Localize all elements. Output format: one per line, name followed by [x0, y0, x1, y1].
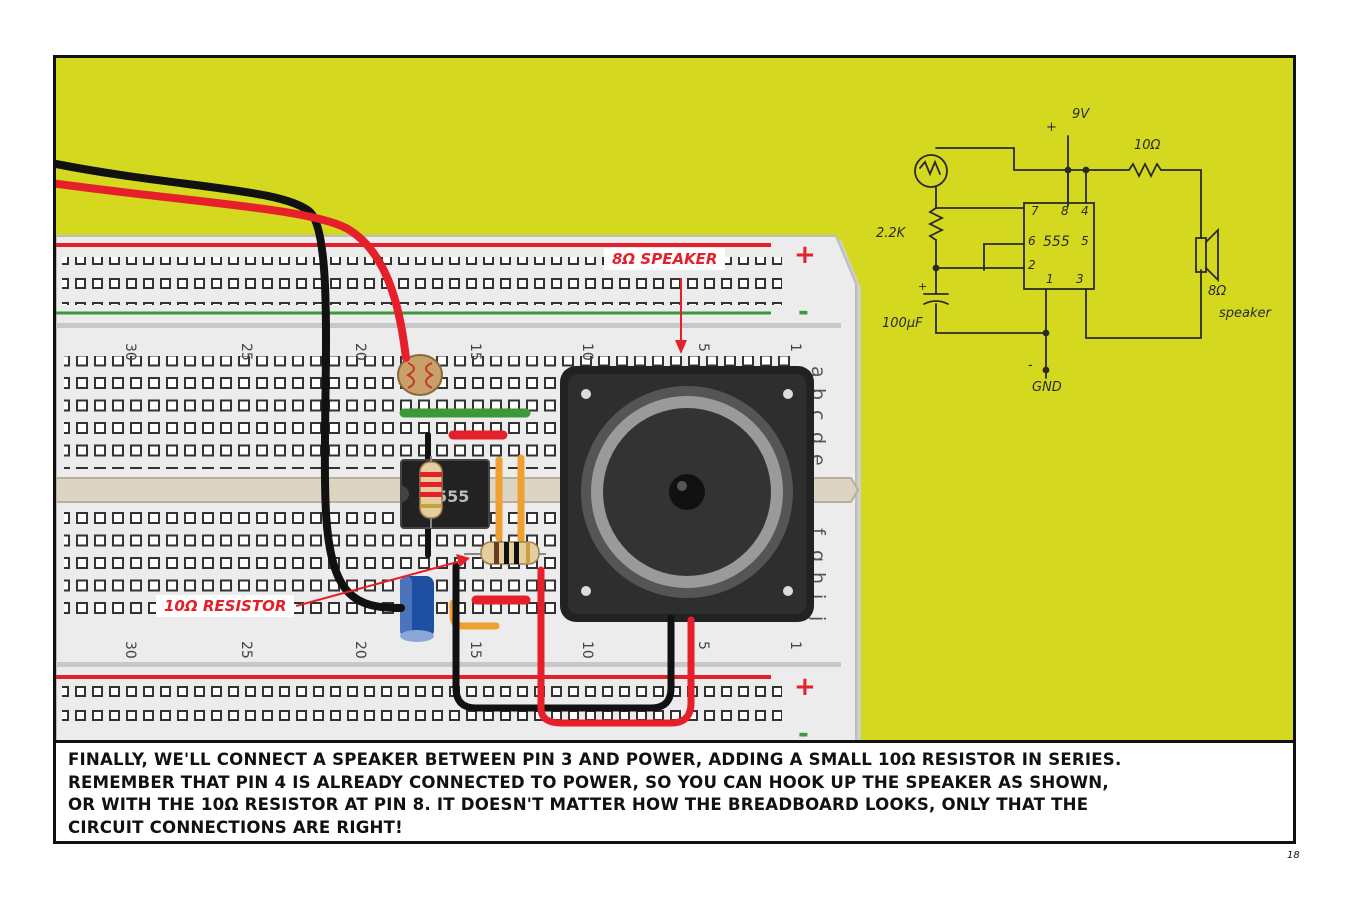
column-number: 5	[695, 641, 711, 650]
caption-line: Finally, we'll connect a speaker between…	[68, 750, 1122, 769]
photoresistor-zigzag	[919, 159, 941, 177]
resistor-callout: 10Ω resistor	[156, 595, 295, 617]
speaker-callout: 8Ω speaker	[604, 248, 726, 270]
schematic-ground-minus: -	[1028, 358, 1033, 373]
column-number: 10	[579, 641, 595, 659]
schematic-label-resistor-top: 10Ω	[1134, 138, 1161, 153]
schematic-pin-3: 3	[1076, 272, 1084, 286]
schematic-label-ground: GND	[1032, 380, 1062, 395]
resistor-2-2k	[419, 456, 443, 528]
schematic-label-speaker: 8Ω	[1208, 284, 1227, 299]
column-numbers-bottom: 30 25 20 15 10 5 1	[122, 641, 803, 659]
column-numbers-top: 30 25 20 15 10 5 1	[122, 343, 803, 361]
wire	[983, 243, 1025, 271]
speaker-symbol	[1195, 237, 1207, 273]
column-number: 10	[579, 343, 595, 361]
row-letter: e	[807, 454, 829, 466]
junction-dot	[1042, 366, 1050, 374]
row-letter: a	[807, 366, 829, 378]
minus-rail-symbol: -	[798, 719, 809, 741]
minus-rail-symbol: -	[798, 297, 809, 327]
column-number: 5	[695, 343, 711, 352]
red-power-wire	[56, 179, 410, 362]
caption-line: or with the 10Ω resistor at pin 8. It do…	[68, 795, 1089, 814]
schematic-capacitor-plus: +	[918, 280, 928, 293]
junction-dot	[1082, 166, 1090, 174]
plus-rail-symbol: +	[794, 240, 816, 270]
chip-label: 555	[436, 487, 469, 506]
column-number: 15	[467, 343, 483, 361]
column-number: 1	[787, 343, 803, 352]
junction-dot	[932, 264, 940, 272]
schematic-pin-7: 7	[1031, 204, 1039, 218]
schematic-label-capacitor: 100μF	[882, 316, 923, 331]
page-number: 18	[1287, 850, 1300, 861]
schematic-pin-8: 8	[1061, 204, 1069, 218]
junction-dot	[1064, 166, 1072, 174]
plus-rail-symbol: +	[794, 672, 816, 702]
resistor-symbol	[1128, 161, 1162, 179]
column-number: 25	[238, 641, 254, 659]
row-letter: i	[807, 594, 829, 599]
column-number: 20	[352, 343, 368, 361]
schematic-label-speaker-word: speaker	[1219, 306, 1271, 321]
speaker-cone	[1205, 227, 1219, 283]
speaker	[560, 366, 814, 622]
caption-line: circuit connections are right!	[68, 817, 403, 837]
row-letter: j	[807, 615, 829, 621]
row-letter: f	[807, 528, 829, 536]
column-number: 30	[122, 343, 138, 361]
capacitor-plate	[923, 300, 949, 305]
schematic-pin-2: 2	[1028, 258, 1036, 272]
photoresistor	[397, 354, 443, 396]
schematic-label-supply-plus: +	[1046, 120, 1057, 135]
resistor-symbol	[927, 207, 945, 241]
red-speaker-wire	[537, 566, 695, 727]
row-letter: c	[807, 410, 829, 420]
junction-dot	[1042, 329, 1050, 337]
schematic-pin-1: 1	[1046, 272, 1054, 286]
schematic-pin-4: 4	[1081, 204, 1089, 218]
column-number: 30	[122, 641, 138, 659]
caption-line: Remember that pin 4 is already connected…	[68, 772, 1109, 792]
photoresistor-symbol	[914, 154, 948, 188]
555-timer-chip: 555	[400, 459, 490, 529]
schematic-pin-5: 5	[1081, 234, 1089, 248]
column-number: 1	[787, 641, 803, 650]
callout-arrows	[295, 278, 687, 607]
black-speaker-wire	[452, 562, 675, 712]
comic-panel: 30 25 20 15 10 5 1 30 25 20 15 10 5 1 a …	[53, 55, 1296, 844]
column-number: 15	[467, 641, 483, 659]
caption-box: Finally, we'll connect a speaker between…	[56, 740, 1293, 841]
black-power-wire	[56, 159, 405, 612]
power-wires	[56, 159, 695, 727]
breadboard-illustration: 30 25 20 15 10 5 1 30 25 20 15 10 5 1 a …	[56, 135, 1219, 741]
resistor-10-ohm	[464, 541, 546, 565]
schematic-label-supply: 9V	[1072, 107, 1090, 122]
schematic-label-resistor-left: 2.2K	[876, 226, 906, 241]
schematic-chip-label: 555	[1043, 234, 1070, 250]
column-number: 25	[238, 343, 254, 361]
circuit-schematic	[914, 135, 1219, 379]
schematic-pin-6: 6	[1028, 234, 1036, 248]
capacitor	[400, 576, 434, 642]
555-symbol	[1023, 202, 1095, 290]
column-number: 20	[352, 641, 368, 659]
